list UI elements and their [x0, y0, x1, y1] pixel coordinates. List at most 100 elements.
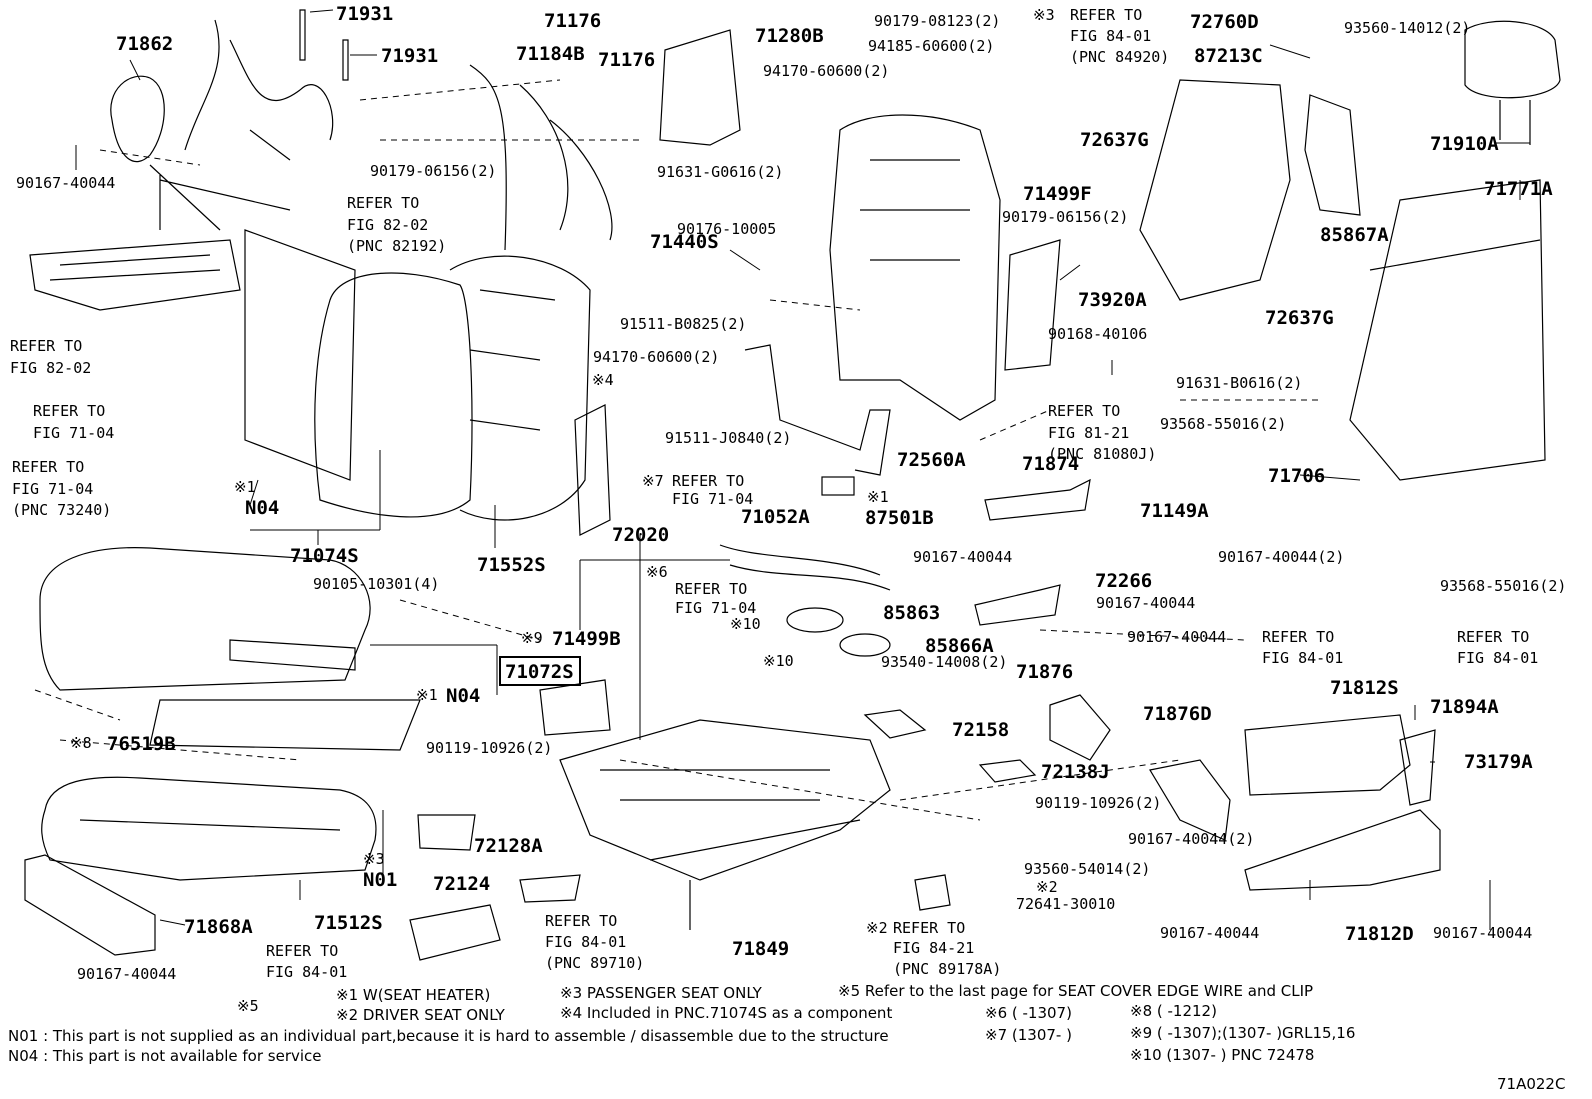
label-76519B[interactable]: 76519B: [107, 733, 176, 755]
refer-71-04-c-line2[interactable]: FIG 71-04: [672, 490, 753, 508]
label-91511-J0840[interactable]: 91511-J0840(2): [665, 429, 791, 447]
label-72020[interactable]: 72020: [612, 524, 669, 546]
label-71706[interactable]: 71706: [1268, 465, 1325, 487]
label-94170-60600-b[interactable]: 94170-60600(2): [593, 348, 719, 366]
refer-84-01-e-line1[interactable]: REFER TO: [266, 942, 338, 960]
label-71280B[interactable]: 71280B: [755, 25, 824, 47]
label-87213C[interactable]: 87213C: [1194, 45, 1263, 67]
label-72637G-b[interactable]: 72637G: [1265, 307, 1334, 329]
label-93560-14012[interactable]: 93560-14012(2): [1344, 19, 1470, 37]
label-90167-40044-c[interactable]: 90167-40044(2): [1218, 548, 1344, 566]
refer-84-01-a-line2[interactable]: FIG 84-01: [1070, 27, 1151, 45]
refer-82-02-a-line1[interactable]: REFER TO: [347, 194, 419, 212]
label-71894A[interactable]: 71894A: [1430, 696, 1499, 718]
refer-71-04-d-line2[interactable]: FIG 71-04: [675, 599, 756, 617]
label-71149A[interactable]: 71149A: [1140, 500, 1209, 522]
label-71874[interactable]: 71874: [1022, 453, 1079, 475]
label-71771A[interactable]: 71771A: [1484, 178, 1553, 200]
refer-84-01-e-line2[interactable]: FIG 84-01: [266, 963, 347, 981]
label-94185-60600[interactable]: 94185-60600(2): [868, 37, 994, 55]
label-71074S[interactable]: 71074S: [290, 545, 359, 567]
label-N04-a[interactable]: N04: [245, 497, 279, 519]
refer-84-01-c-line2[interactable]: FIG 84-01: [1457, 649, 1538, 667]
label-71184B[interactable]: 71184B: [516, 43, 585, 65]
label-90167-40044-i[interactable]: 90167-40044: [1433, 924, 1532, 942]
refer-81-21-line1[interactable]: REFER TO: [1048, 402, 1120, 420]
label-71812D[interactable]: 71812D: [1345, 923, 1414, 945]
refer-82-02-a-line2[interactable]: FIG 82-02: [347, 216, 428, 234]
refer-71-04-d-line1[interactable]: REFER TO: [675, 580, 747, 598]
label-72128A[interactable]: 72128A: [474, 835, 543, 857]
label-71499F[interactable]: 71499F: [1023, 183, 1092, 205]
label-73920A[interactable]: 73920A: [1078, 289, 1147, 311]
refer-84-21-line2[interactable]: FIG 84-21: [893, 939, 974, 957]
label-90167-40044-e[interactable]: 90167-40044: [1127, 628, 1226, 646]
refer-81-21-line3[interactable]: (PNC 81080J): [1048, 445, 1156, 463]
refer-71-04-c-line1[interactable]: REFER TO: [672, 472, 744, 490]
label-72641-30010[interactable]: 72641-30010: [1016, 895, 1115, 913]
label-90167-40044-h[interactable]: 90167-40044: [1160, 924, 1259, 942]
label-87501B[interactable]: 87501B: [865, 507, 934, 529]
label-N01[interactable]: N01: [363, 869, 397, 891]
label-71910A[interactable]: 71910A: [1430, 133, 1499, 155]
label-90167-40044-f[interactable]: 90167-40044(2): [1128, 830, 1254, 848]
label-90167-40044-d[interactable]: 90167-40044: [1096, 594, 1195, 612]
refer-84-01-d-line1[interactable]: REFER TO: [545, 912, 617, 930]
label-90167-40044-g[interactable]: 90167-40044: [77, 965, 176, 983]
label-72124[interactable]: 72124: [433, 873, 490, 895]
label-90167-40044-b[interactable]: 90167-40044: [913, 548, 1012, 566]
refer-84-01-d-line2[interactable]: FIG 84-01: [545, 933, 626, 951]
label-71868A[interactable]: 71868A: [184, 916, 253, 938]
label-71440S[interactable]: 71440S: [650, 231, 719, 253]
refer-84-01-b-line2[interactable]: FIG 84-01: [1262, 649, 1343, 667]
label-71849[interactable]: 71849: [732, 938, 789, 960]
label-90167-40044-a[interactable]: 90167-40044: [16, 174, 115, 192]
label-71176-top[interactable]: 71176: [544, 10, 601, 32]
label-71931-top[interactable]: 71931: [336, 3, 393, 25]
label-85866A[interactable]: 85866A: [925, 635, 994, 657]
label-71931-mid[interactable]: 71931: [381, 45, 438, 67]
label-72158[interactable]: 72158: [952, 719, 1009, 741]
refer-84-21-line3[interactable]: (PNC 89178A): [893, 960, 1001, 978]
label-90179-08123[interactable]: 90179-08123(2): [874, 12, 1000, 30]
label-90119-10926-b[interactable]: 90119-10926(2): [1035, 794, 1161, 812]
label-93568-55016-a[interactable]: 93568-55016(2): [1160, 415, 1286, 433]
refer-82-02-b-line2[interactable]: FIG 82-02: [10, 359, 91, 377]
label-91631-G0616[interactable]: 91631-G0616(2): [657, 163, 783, 181]
refer-71-04-b-line1[interactable]: REFER TO: [12, 458, 84, 476]
label-90176-10005[interactable]: 90176-10005: [677, 220, 776, 238]
label-93560-54014[interactable]: 93560-54014(2): [1024, 860, 1150, 878]
label-71862[interactable]: 71862: [116, 33, 173, 55]
label-71052A[interactable]: 71052A: [741, 506, 810, 528]
refer-82-02-b-line1[interactable]: REFER TO: [10, 337, 82, 355]
label-85867A[interactable]: 85867A: [1320, 224, 1389, 246]
refer-84-21-line1[interactable]: REFER TO: [893, 919, 965, 937]
refer-82-02-a-line3[interactable]: (PNC 82192): [347, 237, 446, 255]
label-93540-14008[interactable]: 93540-14008(2): [881, 653, 1007, 671]
refer-71-04-b-line2[interactable]: FIG 71-04: [12, 480, 93, 498]
label-90105-10301[interactable]: 90105-10301(4): [313, 575, 439, 593]
label-90179-06156-b[interactable]: 90179-06156(2): [1002, 208, 1128, 226]
label-72138J[interactable]: 72138J: [1041, 761, 1110, 783]
label-91631-B0616[interactable]: 91631-B0616(2): [1176, 374, 1302, 392]
refer-81-21-line2[interactable]: FIG 81-21: [1048, 424, 1129, 442]
refer-84-01-b-line1[interactable]: REFER TO: [1262, 628, 1334, 646]
refer-71-04-b-line3[interactable]: (PNC 73240): [12, 501, 111, 519]
label-72266[interactable]: 72266: [1095, 570, 1152, 592]
label-91511-B0825[interactable]: 91511-B0825(2): [620, 315, 746, 333]
refer-71-04-a-line2[interactable]: FIG 71-04: [33, 424, 114, 442]
label-72760D[interactable]: 72760D: [1190, 11, 1259, 33]
label-85863[interactable]: 85863: [883, 602, 940, 624]
label-71176-mid[interactable]: 71176: [598, 49, 655, 71]
label-94170-60600-a[interactable]: 94170-60600(2): [763, 62, 889, 80]
label-93568-55016-b[interactable]: 93568-55016(2): [1440, 577, 1566, 595]
label-71512S[interactable]: 71512S: [314, 912, 383, 934]
label-72560A[interactable]: 72560A: [897, 449, 966, 471]
label-90179-06156-a[interactable]: 90179-06156(2): [370, 162, 496, 180]
label-72637G-a[interactable]: 72637G: [1080, 129, 1149, 151]
refer-71-04-a-line1[interactable]: REFER TO: [33, 402, 105, 420]
refer-84-01-a-line3[interactable]: (PNC 84920): [1070, 48, 1169, 66]
label-71552S[interactable]: 71552S: [477, 554, 546, 576]
refer-84-01-d-line3[interactable]: (PNC 89710): [545, 954, 644, 972]
label-71876[interactable]: 71876: [1016, 661, 1073, 683]
